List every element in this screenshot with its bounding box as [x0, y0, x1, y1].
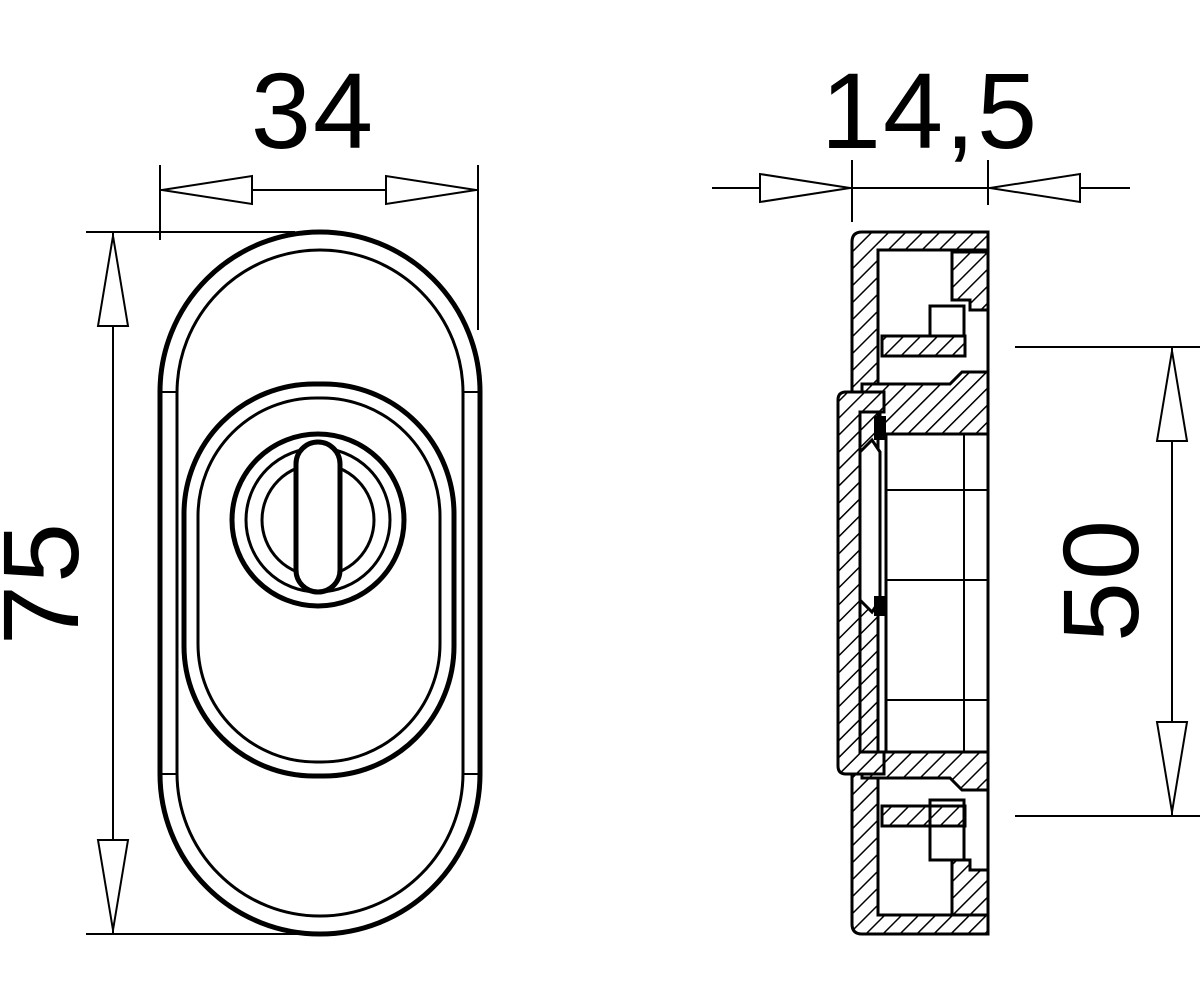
- shutter-detail: [858, 437, 882, 615]
- upper-rib: [880, 334, 967, 358]
- dimension-label-width: 34: [251, 50, 375, 171]
- front-view: 34 75: [0, 50, 483, 937]
- cylinder-cover-inner: [196, 396, 442, 764]
- lower-pocket: [928, 798, 966, 862]
- dimension-arrow: [385, 174, 477, 206]
- dimension-label-height: 75: [0, 521, 101, 645]
- side-section-view: 14,5 50: [712, 50, 1200, 936]
- lower-corner-block: [950, 858, 990, 917]
- lower-rib: [880, 804, 967, 828]
- upper-pocket: [928, 304, 966, 338]
- rosette-inner-outline: [175, 248, 465, 918]
- front-cover-plate: [836, 390, 886, 776]
- upper-corner-block: [950, 250, 990, 312]
- dimension-arrow: [1155, 721, 1189, 813]
- dimension-arrow: [161, 174, 253, 206]
- dimension-label-depth: 14,5: [821, 50, 1039, 171]
- cylinder-insert: [884, 432, 990, 754]
- cylinder-cover-outer: [181, 381, 457, 779]
- dimension-arrow: [96, 235, 130, 327]
- keyhole-shutter: [293, 439, 343, 595]
- shutter-pin: [874, 596, 886, 616]
- dimension-arrow: [989, 172, 1081, 204]
- dimension-arrow: [96, 839, 130, 931]
- shutter-pin: [874, 416, 886, 440]
- rotating-disc-outer: [229, 431, 407, 609]
- dimension-label-offset: 50: [1040, 518, 1161, 642]
- dimension-arrow: [759, 172, 851, 204]
- dimension-arrow: [1155, 350, 1189, 442]
